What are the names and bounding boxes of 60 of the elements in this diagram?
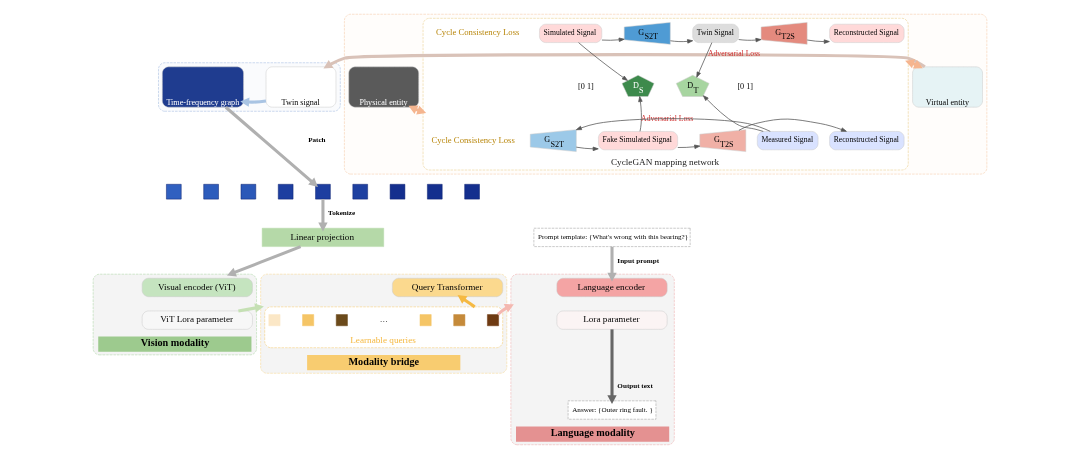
edge-label: Adversarial Loss [708,49,761,59]
cluster [158,62,341,112]
node-box [389,184,406,200]
node-box: Virtual entity [912,66,983,108]
node-box: Reconstructed Signal [829,23,905,43]
node-box [427,184,443,200]
node-box [335,314,348,327]
node-box [419,314,432,327]
node-box [302,314,314,327]
edge-label: Adversarial Loss [641,114,694,124]
node-box: Lora parameter [556,310,668,330]
node-box: Fake Simulated Signal [598,131,678,151]
node-box [315,184,331,200]
arrow [638,96,643,132]
arrow [696,42,713,78]
arrow [240,97,267,107]
arrow [578,42,628,81]
node-box: Linear projection [261,227,384,247]
node-box [464,184,480,200]
arrow [318,199,328,232]
node-box: Measured Signal [757,131,819,151]
node-box: Simulated Signal [539,23,603,43]
node-label: [0 1] [578,81,594,91]
node-box: Query Transformer [392,278,503,297]
arrow [238,303,264,313]
node-box [166,184,182,200]
node-box: Twin Signal [692,23,739,43]
arrow [226,245,302,277]
node-box [278,184,294,200]
node-box [268,314,281,327]
arrow [575,146,599,151]
arrow [457,294,476,309]
arrow [738,118,847,132]
label: Cycle Consistency Loss [436,27,520,38]
arrow [806,39,830,44]
node-box [203,184,219,200]
arrow [738,37,762,43]
node-box [240,184,257,200]
cluster [344,14,988,175]
node-box: Reconstructed Signal [829,131,905,151]
node-box: Time-frequency graph [162,66,244,108]
node-box [487,314,499,327]
arrow [224,106,318,187]
label: Cycle Consistency Loss [431,134,515,145]
arrow [670,39,694,44]
node-box: Twin signal [265,66,337,108]
node-box [352,184,368,200]
node-box: ViT Lora parameter [141,310,253,330]
arrow [601,37,625,42]
node-box: Visual encoder (ViT) [141,278,253,297]
node-box: Physical entity [348,66,419,108]
node-label: [0 1] [737,81,754,91]
arrow [702,95,764,132]
node-box: Language encoder [556,278,668,297]
node-box [453,314,466,327]
arrow [677,144,701,149]
arrow [607,246,617,282]
arrow [607,329,617,405]
arrow [575,118,771,132]
node-text: … [379,315,388,325]
